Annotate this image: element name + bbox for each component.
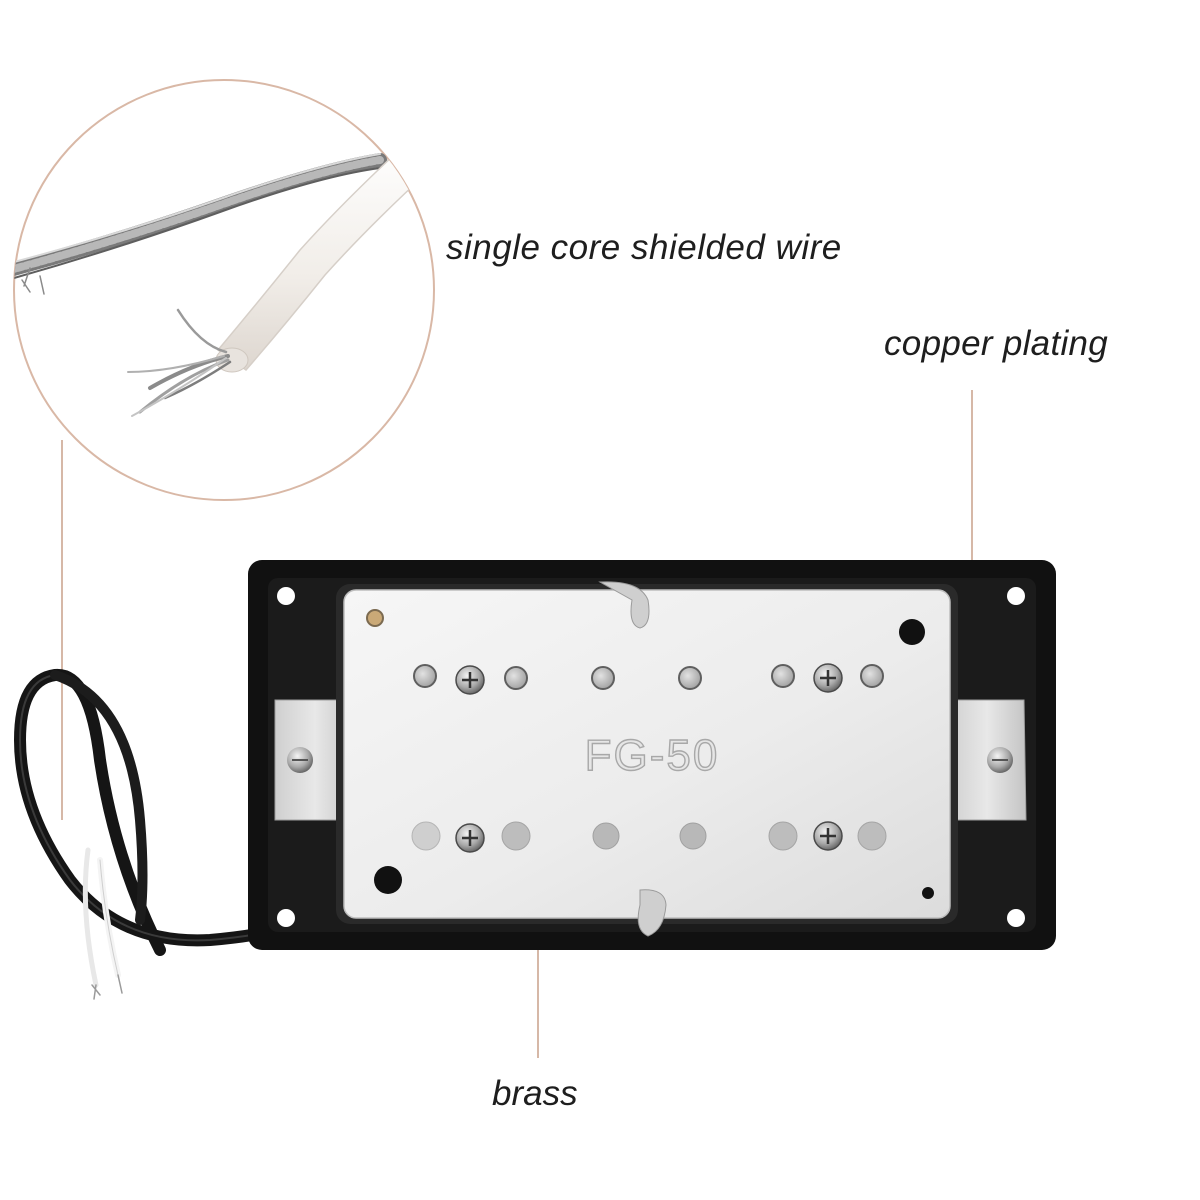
wire-label: single core shielded wire xyxy=(446,228,842,267)
solder-joint xyxy=(637,889,667,937)
model-marking: FG-50 xyxy=(585,731,720,780)
mounting-hole xyxy=(1007,909,1025,927)
braided-shield xyxy=(14,153,387,295)
mounting-hole xyxy=(277,909,295,927)
pickup-cable xyxy=(13,668,396,1000)
brass-label: brass xyxy=(492,1074,578,1113)
closeup-circle xyxy=(13,79,435,501)
mounting-hole xyxy=(1007,587,1025,605)
pickup-cover: FG-50 xyxy=(336,581,958,937)
copper-plating-label: copper plating xyxy=(884,324,1109,363)
side-tab-right xyxy=(947,699,1027,821)
pole-row-top xyxy=(413,663,884,695)
cover-hole xyxy=(922,887,934,899)
rivet xyxy=(366,609,384,627)
cover-hole xyxy=(899,619,925,645)
conductor-strands xyxy=(127,308,232,417)
solder-joint xyxy=(598,581,650,629)
side-tab-left xyxy=(274,699,356,821)
wire-closeup xyxy=(13,79,435,501)
cable-exit-hole xyxy=(374,866,402,894)
pole-row-bottom xyxy=(411,821,887,853)
mounting-hole xyxy=(277,587,295,605)
